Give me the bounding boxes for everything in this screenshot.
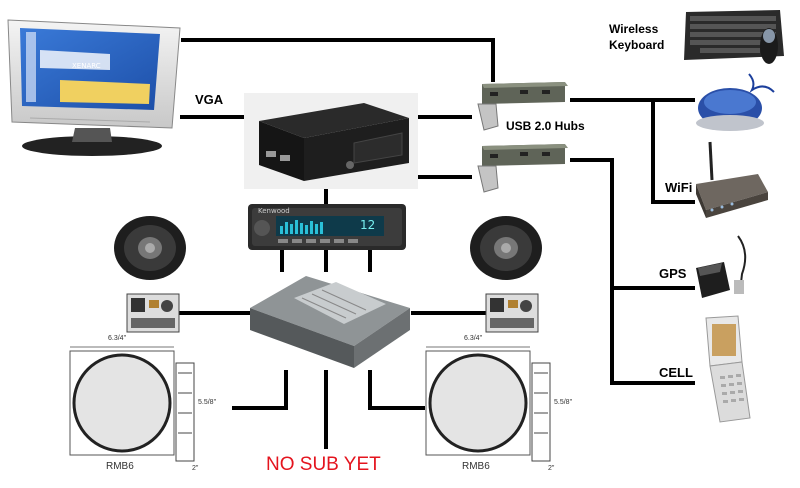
- wire-amp-to-left-sub: [232, 370, 288, 410]
- router-icon: [696, 141, 768, 218]
- subwoofer-icon: [425, 346, 551, 462]
- wireless-keyboard-label-line2: Keyboard: [609, 38, 665, 52]
- left-subwoofer: 6.3/4" 5.5/8" 2" RMB6: [68, 335, 238, 483]
- left-speaker: [110, 212, 190, 284]
- usb-hub-icon: [477, 82, 568, 131]
- radio-brand-label: Kenwood: [258, 207, 290, 215]
- right-subwoofer: 6.3/4" 5.5/8" 2" RMB6: [424, 335, 594, 483]
- wireless-keyboard: [680, 8, 792, 68]
- amplifier-icon: [250, 276, 410, 368]
- right-sub-top-dim: 6.3/4": [464, 335, 483, 342]
- radio-display-readout: 12: [360, 218, 376, 232]
- gps-icon: [696, 235, 747, 298]
- right-speaker: [466, 212, 546, 284]
- left-crossover: [125, 292, 181, 334]
- usb-hub-1: [470, 78, 570, 138]
- wire-monitor-to-hub: [181, 38, 495, 82]
- speaker-icon: [114, 216, 186, 280]
- right-crossover: [484, 292, 540, 334]
- left-sub-top-dim: 6.3/4": [108, 335, 127, 342]
- vga-label: VGA: [195, 92, 224, 107]
- mouse-icon: [760, 28, 778, 64]
- car-radio: Kenwood 12: [248, 204, 406, 250]
- phone-icon: [705, 315, 751, 423]
- wireless-mouse: [756, 24, 782, 68]
- speaker-icon: [470, 216, 542, 280]
- wire-hub1-to-wifi: [651, 98, 695, 204]
- cell-label: CELL: [659, 365, 693, 380]
- gps-receiver: [690, 232, 760, 304]
- no-sub-label: NO SUB YET: [266, 454, 381, 475]
- wire-amp-to-right-sub: [368, 370, 425, 410]
- usb-hub-icon: [477, 144, 568, 193]
- keyboard-icon: [684, 10, 784, 60]
- monitor-brand-label: XENARC: [72, 62, 101, 70]
- wire-hub2-trunk: [570, 158, 695, 385]
- monitor-icon: [7, 19, 181, 156]
- radio-icon: [248, 204, 406, 250]
- cell-phone: [698, 314, 752, 424]
- left-sub-side-dim: 5.5/8": [198, 399, 217, 406]
- pc-icon: [259, 103, 409, 181]
- crossover-icon: [126, 293, 180, 333]
- wifi-router: [692, 140, 772, 225]
- right-sub-depth-dim: 2": [548, 465, 555, 472]
- wireless-receiver: [694, 68, 784, 138]
- usb-hub-2: [470, 140, 570, 200]
- amplifier: [246, 268, 414, 372]
- right-sub-model: RMB6: [462, 461, 490, 472]
- left-sub-model: RMB6: [106, 461, 134, 472]
- touchscreen-monitor: XENARC: [0, 10, 185, 160]
- subwoofer-icon: [69, 346, 195, 462]
- car-pc: [244, 93, 418, 189]
- left-sub-depth-dim: 2": [192, 465, 199, 472]
- receiver-icon: [696, 73, 775, 131]
- gps-label: GPS: [659, 266, 687, 281]
- wifi-label: WiFi: [665, 180, 693, 195]
- right-sub-side-dim: 5.5/8": [554, 399, 573, 406]
- usb-hubs-label: USB 2.0 Hubs: [506, 119, 585, 133]
- wireless-keyboard-label-line1: Wireless: [609, 22, 659, 36]
- crossover-icon: [485, 293, 539, 333]
